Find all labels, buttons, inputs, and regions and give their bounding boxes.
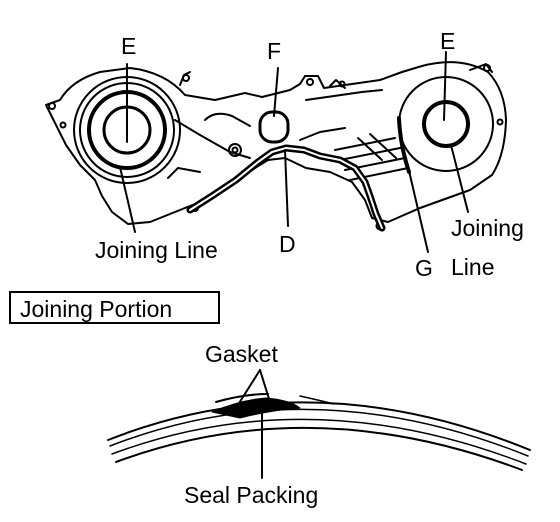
label-joining-line-left: Joining Line	[95, 237, 218, 263]
right-pulley-hub	[422, 100, 470, 148]
label-g: G	[415, 255, 433, 281]
gasket-arc-outer	[107, 401, 531, 451]
label-e-left: E	[121, 33, 137, 59]
right-pulley-outer	[398, 76, 494, 172]
label-f: F	[267, 38, 282, 64]
label-line-right: Line	[451, 254, 495, 280]
cover-outline	[45, 61, 507, 225]
label-seal-packing: Seal Packing	[184, 482, 319, 508]
label-joining-right: Joining	[451, 215, 524, 241]
joining-portion-box: Joining Portion	[9, 291, 220, 324]
label-gasket: Gasket	[205, 341, 278, 367]
seal-packing-fill	[211, 397, 301, 419]
label-d: D	[279, 231, 296, 257]
joining-portion-title: Joining Portion	[20, 296, 173, 322]
label-e-right: E	[440, 28, 456, 54]
